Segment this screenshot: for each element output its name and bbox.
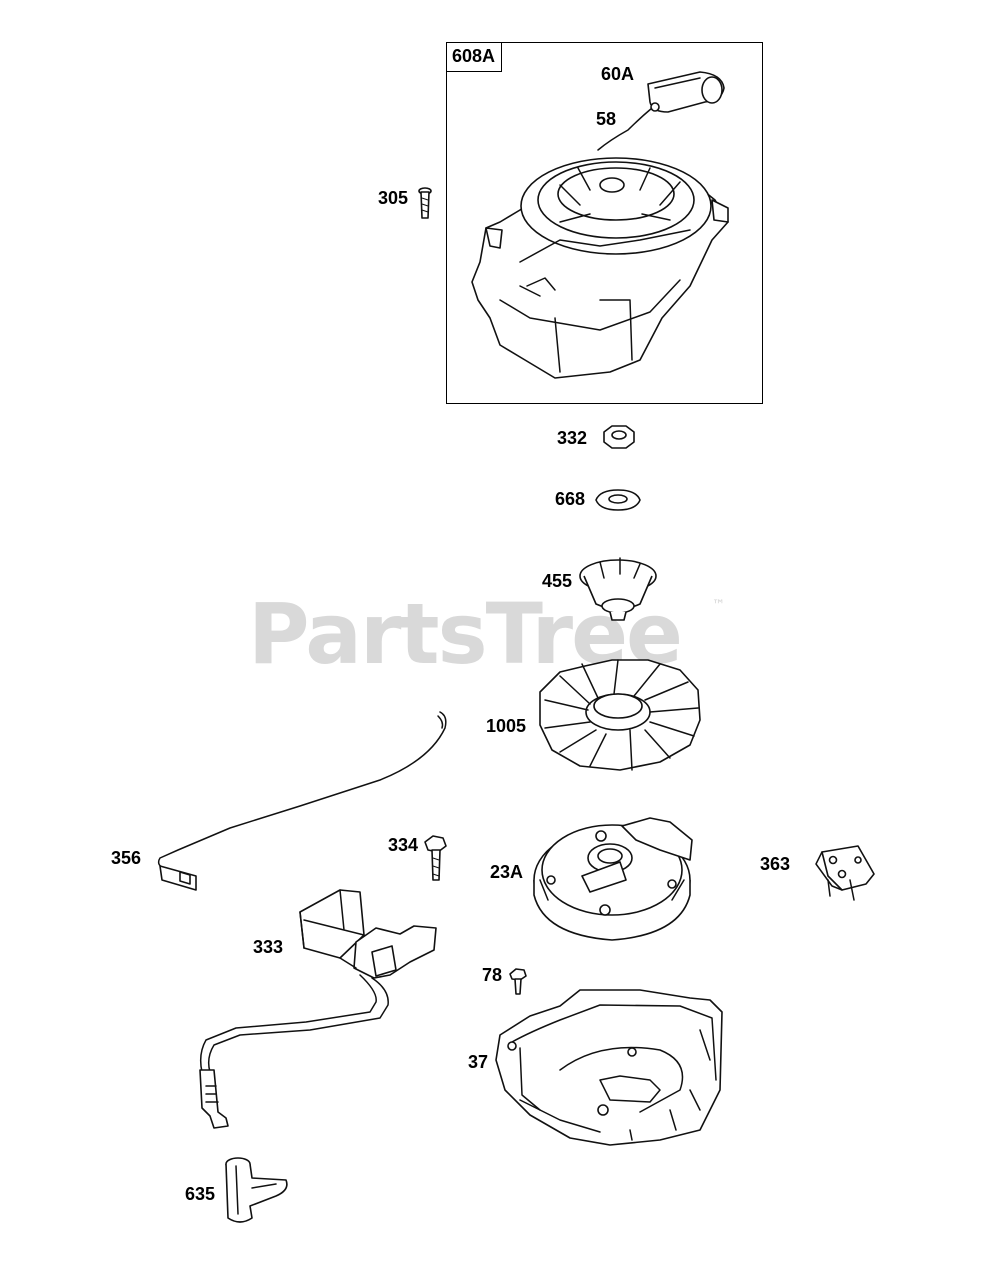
part-333-ignition-coil[interactable] (199, 889, 437, 1129)
callout-23a[interactable]: 23A (490, 862, 524, 882)
part-668-washer[interactable] (595, 489, 641, 511)
part-455-starter-cup[interactable] (579, 557, 657, 621)
part-58-starter-rope[interactable] (597, 102, 660, 151)
part-608a-rewind-starter[interactable] (471, 157, 729, 379)
part-356-ground-wire[interactable] (157, 711, 447, 891)
watermark-trademark: ™ (712, 598, 725, 613)
assembly-box-608a: 608A (446, 42, 763, 404)
assembly-box-tag: 608A (447, 43, 503, 72)
callout-37[interactable]: 37 (468, 1052, 489, 1072)
callout-58[interactable]: 58 (596, 109, 617, 129)
callout-1005[interactable]: 1005 (486, 716, 527, 736)
callout-60a[interactable]: 60A (601, 64, 635, 84)
callout-334[interactable]: 334 (388, 835, 419, 855)
part-305-screw[interactable] (418, 187, 432, 219)
callout-305[interactable]: 305 (378, 188, 409, 208)
callout-363[interactable]: 363 (760, 854, 791, 874)
callout-332[interactable]: 332 (557, 428, 588, 448)
part-1005-flywheel-fan[interactable] (539, 659, 701, 771)
callout-455[interactable]: 455 (542, 571, 573, 591)
part-332-nut[interactable] (603, 425, 635, 449)
part-635-spark-plug-boot[interactable] (225, 1157, 288, 1223)
part-334-bolt[interactable] (424, 835, 447, 881)
callout-356[interactable]: 356 (111, 848, 142, 868)
callout-635[interactable]: 635 (185, 1184, 216, 1204)
part-37-blower-housing[interactable] (495, 989, 723, 1146)
part-23a-flywheel[interactable] (533, 817, 693, 941)
part-60a-starter-handle[interactable] (647, 71, 725, 113)
callout-668[interactable]: 668 (555, 489, 586, 509)
part-363-bracket[interactable] (815, 845, 875, 901)
callout-333[interactable]: 333 (253, 937, 284, 957)
callout-78[interactable]: 78 (482, 965, 503, 985)
part-78-bolt[interactable] (509, 968, 527, 995)
